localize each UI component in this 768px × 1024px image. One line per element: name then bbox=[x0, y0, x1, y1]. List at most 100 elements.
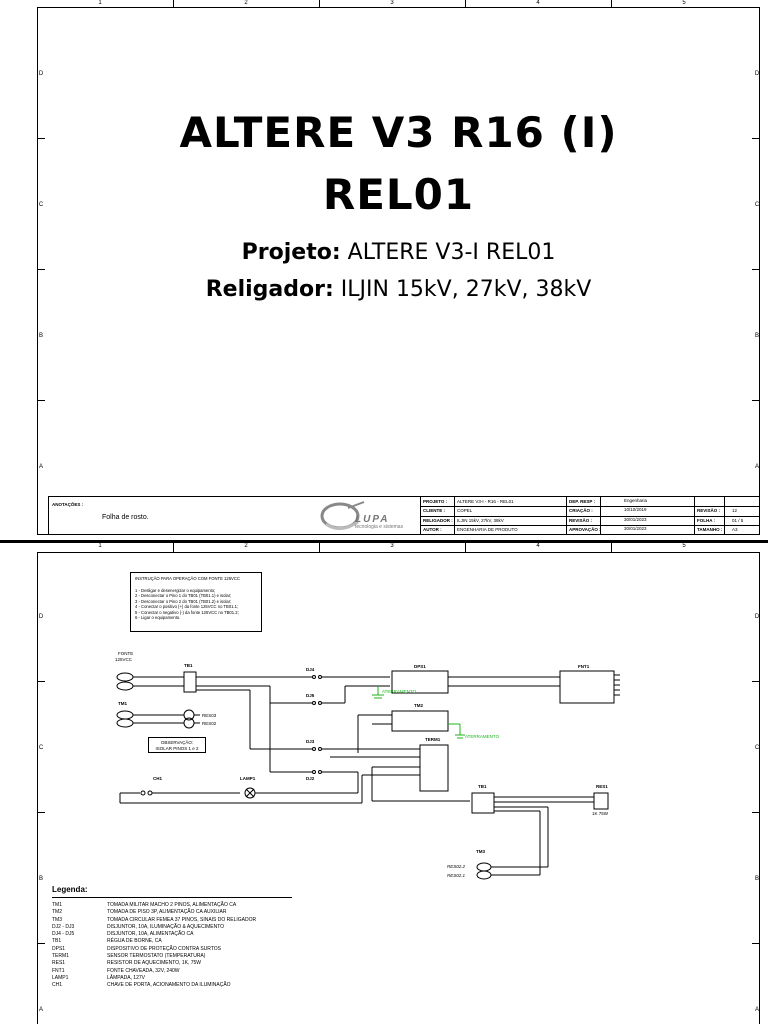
row-letter: B bbox=[754, 333, 759, 339]
ground-label: ATERRAMENTO bbox=[382, 689, 417, 694]
lupa-logo bbox=[320, 501, 365, 530]
row-letter: D bbox=[38, 71, 44, 77]
sheet-field-value: 01 / 5 bbox=[732, 518, 744, 523]
row-letter: A bbox=[38, 464, 43, 470]
res02-2-label: RES02.2 bbox=[447, 864, 466, 869]
project-field-label: PROJETO : bbox=[423, 499, 448, 504]
creation-field-label: CRIAÇÃO : bbox=[569, 508, 593, 513]
revision-number-value: 12 bbox=[732, 508, 738, 513]
legend-code: RES1 bbox=[52, 960, 66, 967]
instruction-step: 3 - Desconectar o Pino 2 do TB01 (TB01.2… bbox=[135, 598, 232, 604]
instructions-box: INSTRUÇÃO PARA OPERAÇÃO COM FONTE 125VCC… bbox=[130, 572, 262, 632]
instruction-step: 4 - Conectar o positivo (+) da fonte 125… bbox=[135, 604, 239, 609]
sheet-field-label: FOLHA : bbox=[697, 518, 716, 523]
recloser-field-value: ILJIN 15kV, 27kV, 38kV bbox=[457, 518, 504, 523]
legend-code: DJ2 - DJ3 bbox=[52, 923, 75, 930]
legend-code: TM3 bbox=[52, 916, 62, 923]
column-number: 2 bbox=[244, 543, 248, 549]
fnt1-label: FNT1 bbox=[578, 664, 590, 669]
instruction-step: 5 - Conectar o negativo (-) da fonte 125… bbox=[135, 609, 239, 615]
column-number: 5 bbox=[682, 0, 686, 6]
legend-code: FNT1 bbox=[52, 967, 65, 974]
column-number: 3 bbox=[390, 0, 394, 6]
size-field-label: TAMANHO : bbox=[697, 527, 723, 532]
legend-code: LAMP1 bbox=[52, 974, 69, 981]
lamp1-label: LAMP1 bbox=[240, 776, 256, 781]
column-number: 1 bbox=[98, 543, 102, 549]
size-field-value: A3 bbox=[732, 527, 738, 532]
recloser-field-label: RELIGADOR : bbox=[423, 518, 453, 523]
annotations-value: Folha de rosto. bbox=[102, 514, 149, 521]
department-field-value: Engenharia bbox=[624, 498, 648, 503]
project-label: Projeto: bbox=[241, 240, 341, 265]
tb1-lower-label: TB1 bbox=[478, 784, 487, 789]
legend-description: TOMADA MILITAR MACHO 2 PINOS, ALIMENTAÇÃ… bbox=[107, 902, 237, 908]
instruction-step: 6 - Ligar o equipamento. bbox=[135, 615, 181, 620]
wiring-schematic bbox=[116, 670, 620, 880]
logo-text: LUPA bbox=[355, 514, 390, 525]
legend-description: CHAVE DE PORTA, ACIONAMENTO DA ILUMINAÇÃ… bbox=[107, 982, 231, 989]
legend-description: RÉGUA DE BORNE, CA bbox=[107, 938, 162, 945]
annotations-label: ANOTAÇÕES : bbox=[52, 502, 84, 507]
legend-row: FNT1 FONTE CHAVEADA, 32V, 240W bbox=[52, 968, 297, 975]
row-letter: B bbox=[754, 876, 759, 882]
legend-row: TB1 RÉGUA DE BORNE, CA bbox=[52, 938, 297, 945]
row-letter: C bbox=[754, 202, 760, 208]
page-divider bbox=[0, 540, 768, 543]
legend-row: DJ2 - DJ3 DISJUNTOR, 10A, ILUMINAÇÃO & AQ… bbox=[52, 924, 297, 931]
observation-text: ISOLAR PINOS 1 e 2 bbox=[155, 745, 199, 751]
ch1-label: CH1 bbox=[153, 776, 163, 781]
tm1-label: TM1 bbox=[118, 701, 127, 706]
legend-code: TM2 bbox=[52, 909, 62, 916]
author-field-value: ENGENHARIA DE PRODUTO bbox=[457, 527, 518, 532]
legend-description: DISJUNTOR, 10A, ALIMENTAÇÃO CA bbox=[107, 931, 194, 938]
author-field-label: AUTOR : bbox=[423, 527, 442, 532]
legend-code: CH1 bbox=[52, 982, 63, 989]
res02-1-label: RES02.1 bbox=[447, 873, 466, 878]
sheet-frame bbox=[37, 552, 760, 1024]
legend-description: DISPOSITIVO DE PROTEÇÃO CONTRA SURTOS bbox=[107, 945, 222, 952]
row-letter: C bbox=[38, 202, 44, 208]
row-letter: D bbox=[754, 614, 760, 620]
row-letter: B bbox=[38, 876, 43, 882]
department-field-label: DEP. RESP : bbox=[569, 499, 596, 504]
column-number: 4 bbox=[536, 543, 540, 549]
tm3-label: TM3 bbox=[476, 849, 485, 854]
instruction-step: 1 - Desligar e desenergizar o equipament… bbox=[135, 587, 216, 593]
row-letter: D bbox=[38, 614, 44, 620]
row-letter: A bbox=[754, 464, 759, 470]
sheet-frame bbox=[37, 7, 760, 535]
legend-description: DISJUNTOR, 10A, ILUMINAÇÃO & AQUECIMENTO bbox=[107, 923, 225, 930]
instruction-step: 2 - Desconectar o Pino 1 do TB01 (TB01.1… bbox=[135, 593, 232, 598]
document-subtitle: REL01 bbox=[322, 170, 475, 219]
client-field-label: CLIENTE : bbox=[423, 508, 445, 513]
legend-code: TB1 bbox=[52, 938, 62, 945]
row-letter: A bbox=[38, 1007, 43, 1013]
cover-sheet: 1 2 3 4 5 D C B A D C B A ALTERE V3 R16 … bbox=[37, 0, 760, 535]
dj4-label: DJ4 bbox=[306, 667, 315, 672]
approval-field-label: APROVAÇÃO : bbox=[569, 527, 601, 532]
revision-date-value: 30/01/2023 bbox=[624, 517, 647, 522]
column-number: 3 bbox=[390, 543, 394, 549]
legend-code: TERM1 bbox=[52, 953, 69, 960]
row-letter: C bbox=[754, 745, 760, 751]
observation-title: OBSERVAÇÃO: bbox=[160, 740, 194, 745]
dps1-label: DPS1 bbox=[414, 664, 426, 669]
project-line: Projeto: ALTERE V3-I REL01 bbox=[37, 240, 760, 265]
logo-subtitle: tecnologia e sistemas bbox=[355, 524, 404, 530]
legend-description: FONTE CHAVEADA, 32V, 240W bbox=[107, 967, 180, 974]
row-letter: B bbox=[38, 333, 43, 339]
client-field-value: COPEL bbox=[457, 508, 473, 513]
res1-value: 1K 75W bbox=[592, 811, 609, 816]
tm2-label: TM2 bbox=[414, 703, 423, 708]
legend-description: RESISTOR DE AQUECIMENTO, 1K, 75W bbox=[107, 960, 202, 967]
dj5-label: DJ5 bbox=[306, 693, 315, 698]
row-letter: D bbox=[754, 71, 760, 77]
